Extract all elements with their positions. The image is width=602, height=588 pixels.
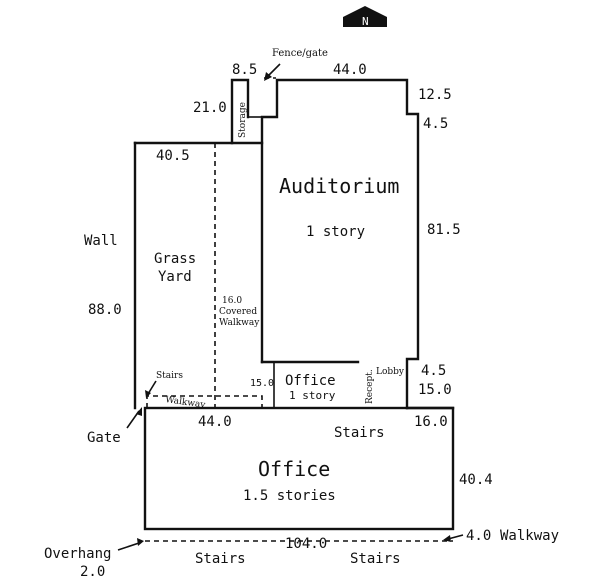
north-label: N	[362, 15, 369, 28]
office-small-story-label: 1 story	[289, 389, 336, 402]
dim-8-5: 8.5	[232, 62, 257, 78]
dim-44-mid: 44.0	[198, 414, 232, 430]
dim-40-4: 40.4	[459, 472, 493, 488]
grass-yard-label-1: Grass	[154, 251, 196, 267]
north-arrow-icon: N	[343, 6, 387, 28]
dim-21-0: 21.0	[193, 100, 227, 116]
dim-4-0: 4.0	[466, 528, 491, 544]
storage-wall	[230, 78, 250, 145]
auditorium-story-label: 1 story	[306, 224, 365, 240]
grass-yard-label-2: Yard	[158, 269, 192, 285]
office-small-label: Office	[285, 373, 336, 389]
stairs-bottom-left-label: Stairs	[195, 551, 246, 567]
stairs-small-label: Stairs	[156, 371, 183, 381]
gate-pointer-icon	[126, 407, 142, 429]
stairs-bottom-right-label: Stairs	[350, 551, 401, 567]
dim-15-0-right: 15.0	[418, 382, 452, 398]
fence-gate-label: Fence/gate	[272, 48, 328, 59]
dim-4-5-top: 4.5	[423, 116, 448, 132]
stairs-pointer-icon	[145, 380, 157, 398]
storage-label: Storage	[238, 102, 248, 138]
dim-88-0: 88.0	[88, 302, 122, 318]
lobby-label: Lobby	[376, 367, 405, 377]
dim-81-5: 81.5	[427, 222, 461, 238]
auditorium-label: Auditorium	[279, 174, 399, 198]
dim-12-5: 12.5	[418, 87, 452, 103]
gate-label: Gate	[87, 430, 121, 446]
wall-label: Wall	[84, 233, 118, 249]
overhang-pointer-icon	[117, 538, 144, 551]
dim-104-0: 104.0	[285, 536, 327, 552]
recept-label: Recept.	[365, 369, 375, 404]
dim-2-0: 2.0	[80, 564, 105, 580]
main-office-story-label: 1.5 stories	[243, 488, 336, 504]
dim-40-5: 40.5	[156, 148, 190, 164]
stairs-mid-label: Stairs	[334, 425, 385, 441]
walkway-right-label: Walkway	[500, 528, 559, 544]
dim-44-top: 44.0	[333, 62, 367, 78]
walkway-right-pointer-icon	[443, 534, 464, 542]
dim-15-0-left: 15.0	[250, 378, 274, 389]
covered-walkway-label-3: Walkway	[219, 318, 260, 328]
dim-16-0: 16.0	[414, 414, 448, 430]
covered-walkway-label-1: 16.0	[222, 296, 242, 306]
fence-gate-pointer-icon	[264, 63, 281, 81]
covered-walkway-label-2: Covered	[219, 307, 257, 317]
main-office-outline	[143, 406, 455, 531]
main-office-label: Office	[258, 457, 330, 481]
overhang-label: Overhang	[44, 546, 111, 562]
dim-4-5-mid: 4.5	[421, 363, 446, 379]
auditorium-wall	[260, 78, 420, 410]
